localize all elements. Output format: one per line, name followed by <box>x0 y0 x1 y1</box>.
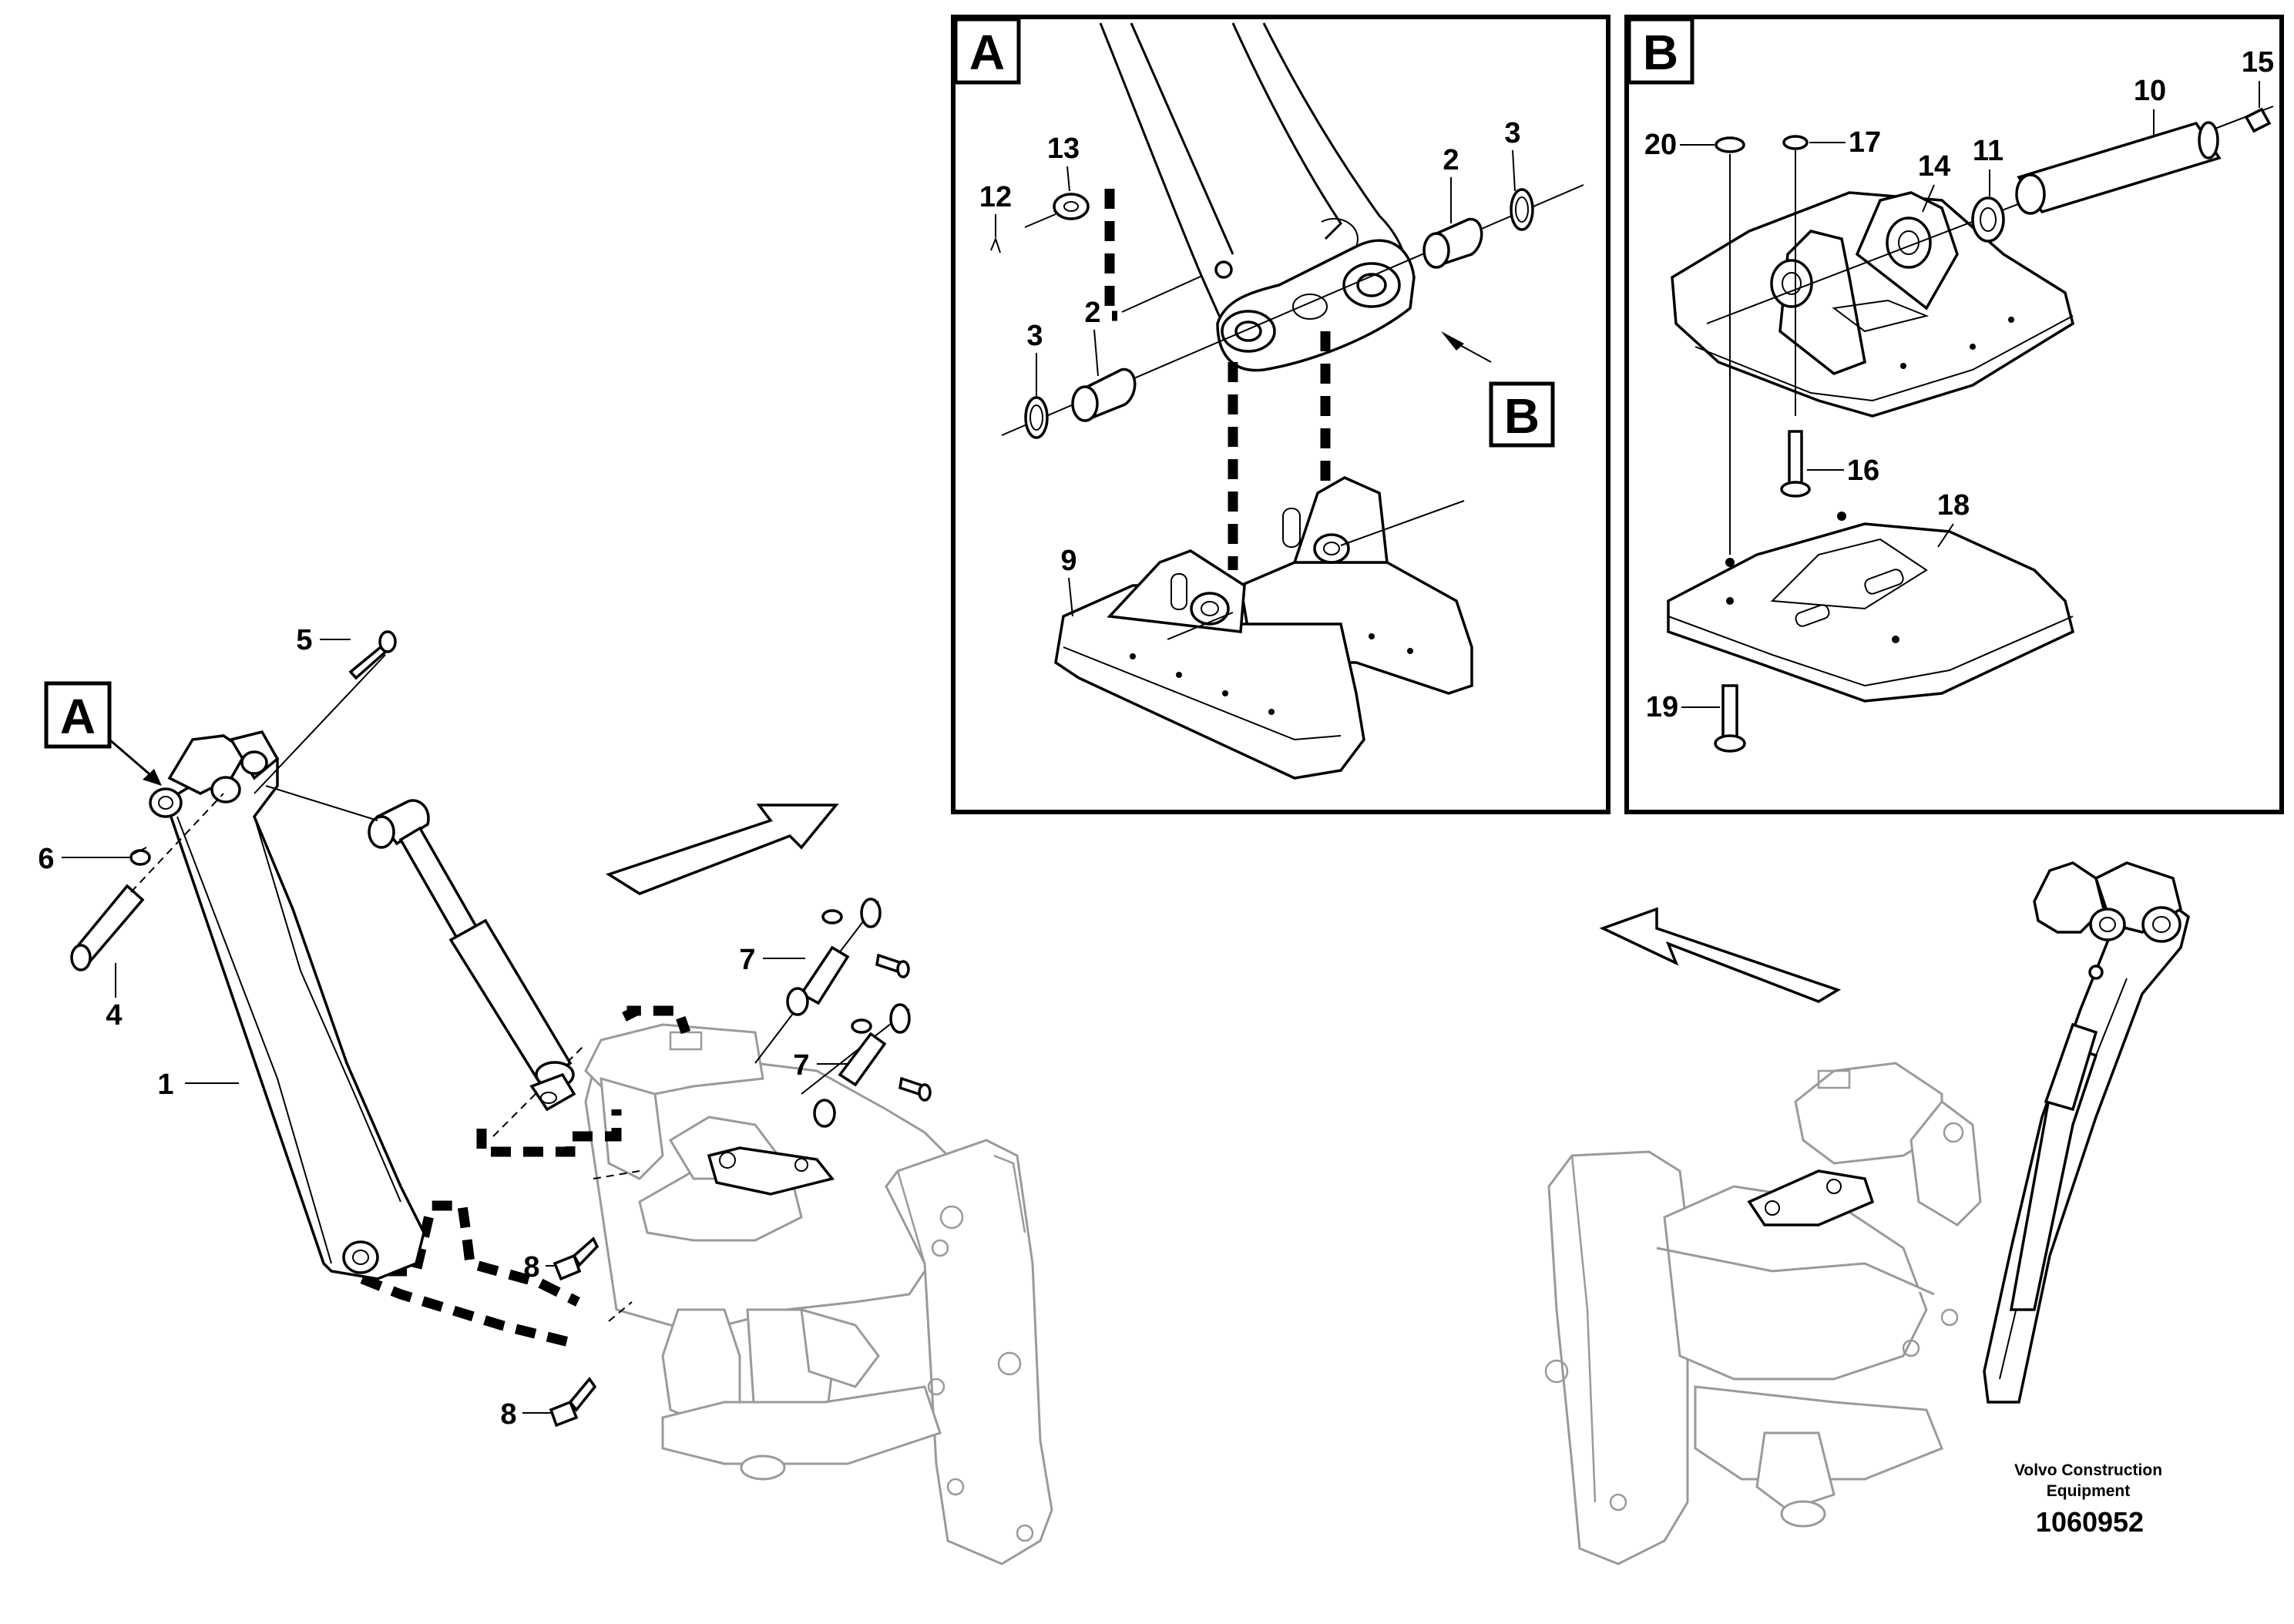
lift-arm-1 <box>149 730 425 1280</box>
direction-arrow-right <box>1599 907 1842 1003</box>
assembled-arm <box>1983 861 2190 1404</box>
mounting-bracket <box>1054 476 1473 780</box>
lower-plate-18 <box>1667 512 2075 703</box>
callout-17: 17 <box>1849 126 1881 159</box>
callout-7-top: 7 <box>739 944 755 976</box>
callout-14: 14 <box>1918 150 1950 183</box>
callout-2-left: 2 <box>1084 297 1100 329</box>
detail-b-letter: B <box>1643 25 1678 80</box>
view-ref-b-box <box>1489 381 1555 448</box>
direction-arrow-left <box>605 804 839 895</box>
detail-a-label-box <box>953 17 1021 85</box>
callout-20: 20 <box>1644 129 1677 161</box>
callout-7-bottom: 7 <box>793 1049 809 1082</box>
callout-16: 16 <box>1847 455 1879 487</box>
callout-10: 10 <box>2134 75 2166 107</box>
washer-13 <box>990 193 1090 253</box>
view-ref-a-box <box>44 681 112 749</box>
callout-3-left: 3 <box>1026 320 1043 352</box>
bolt-5 <box>348 630 397 680</box>
detail-frame-b: B <box>1624 15 2284 814</box>
drawing-number: 1060952 <box>2036 1506 2144 1538</box>
callout-8-bottom: 8 <box>500 1398 516 1431</box>
callout-15: 15 <box>2242 46 2274 79</box>
callout-9: 9 <box>1060 545 1076 577</box>
callout-8-top: 8 <box>523 1251 539 1283</box>
bushing-right <box>1422 188 1534 269</box>
bolts-8 <box>549 1236 600 1428</box>
view-ref-a-letter: A <box>60 689 96 744</box>
callout-13: 13 <box>1047 133 1080 165</box>
main-assembly-left: A <box>38 624 1053 1565</box>
detail-b-label-box <box>1627 17 1694 85</box>
callout-4: 4 <box>106 999 122 1032</box>
pin-4 <box>70 793 224 971</box>
company-name-line1: Volvo Construction <box>2014 1461 2162 1479</box>
pins-7 <box>754 898 932 1128</box>
callout-6: 6 <box>38 843 54 875</box>
front-frame <box>584 1023 1053 1565</box>
callout-11: 11 <box>1973 135 2003 167</box>
callout-1: 1 <box>157 1069 173 1101</box>
assembled-view-right: Volvo Construction Equipment 1060952 <box>1544 861 2190 1565</box>
company-name-line2: Equipment <box>2047 1482 2131 1500</box>
callout-5: 5 <box>296 624 312 656</box>
detail-frame-a: A <box>951 15 1611 814</box>
callout-3-right: 3 <box>1504 117 1520 149</box>
bushing-left <box>1024 367 1137 439</box>
view-ref-b-letter: B <box>1504 388 1540 444</box>
arm-end-part <box>1099 22 1416 372</box>
hydraulic-cylinder <box>368 799 576 1112</box>
fasteners-b <box>1714 135 1811 753</box>
callout-18: 18 <box>1937 489 1970 522</box>
callout-12: 12 <box>979 181 1012 213</box>
callout-2-right: 2 <box>1443 144 1459 176</box>
upper-bracket-14 <box>1671 191 2075 418</box>
pin-10 <box>1706 106 2274 324</box>
detail-a-letter: A <box>969 25 1005 80</box>
callout-19: 19 <box>1646 691 1678 723</box>
